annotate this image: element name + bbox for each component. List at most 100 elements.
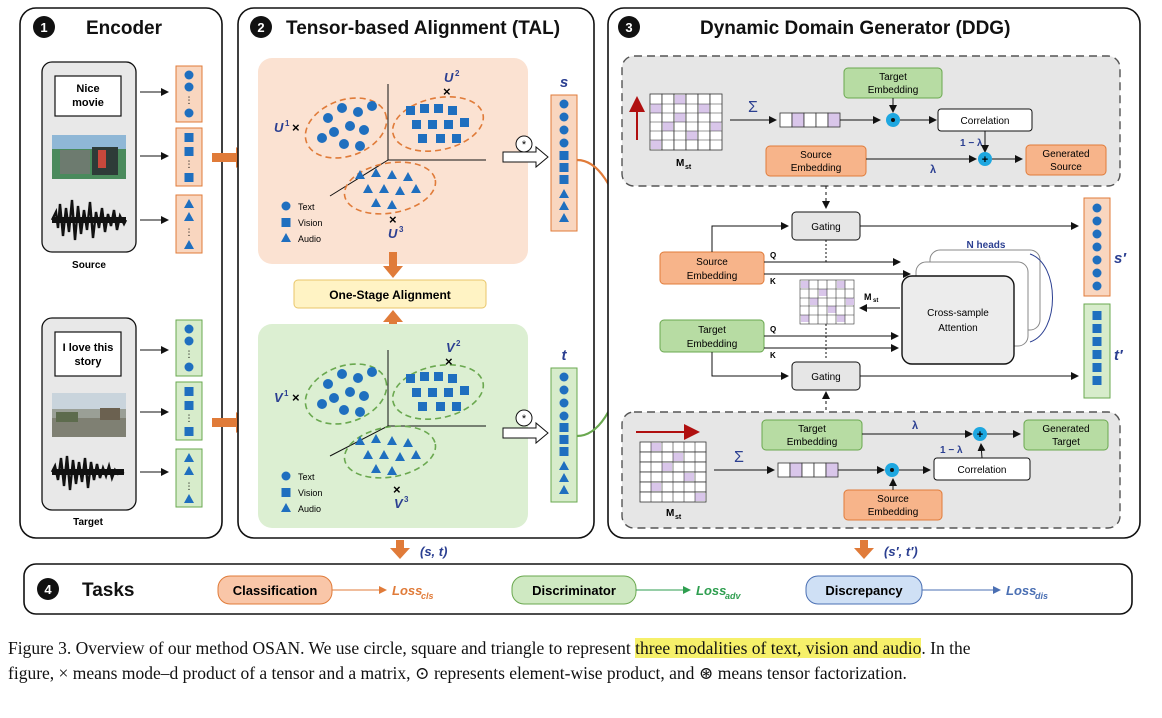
t-prime-vector — [1083, 303, 1111, 399]
step-number: 1 — [40, 20, 47, 35]
source-embedding-top — [765, 145, 867, 177]
query-label: Q — [770, 251, 776, 260]
u1-superscript: 1 — [285, 119, 290, 128]
mst-subscript: st — [675, 514, 682, 521]
step-number: 4 — [44, 582, 52, 597]
lambda-label: λ — [930, 164, 936, 176]
gating-label: Gating — [811, 372, 840, 383]
svg-text:×: × — [389, 212, 397, 227]
svg-text:*: * — [522, 413, 527, 425]
figure-caption: Figure 3. Overview of our method OSAN. W… — [8, 636, 1158, 686]
encoder-panel: 1 Encoder Nice movie Source ⋮ — [19, 7, 223, 539]
key-label: K — [770, 277, 776, 286]
svg-text:*: * — [522, 139, 527, 151]
svg-text:×: × — [445, 354, 453, 369]
embedding-label: Embedding — [868, 85, 919, 96]
sum-operator-icon — [973, 427, 987, 441]
target-text-line: story — [75, 356, 103, 368]
generated-label: Generated — [1042, 424, 1089, 435]
step-number-icon — [33, 16, 55, 38]
svg-text:Vision: Vision — [298, 218, 322, 228]
sum-icon: Σ — [748, 99, 758, 116]
loss-dis-label: Loss — [1006, 583, 1036, 598]
embedding-label: Target — [879, 72, 907, 83]
generated-source-box — [1025, 144, 1107, 176]
embedding-label: Target — [798, 424, 826, 435]
target-text-feature: ⋮ — [175, 319, 203, 377]
attention-label: Cross-sample — [927, 308, 989, 319]
source-text-box — [54, 75, 122, 117]
tensor-factorization-icon — [515, 409, 533, 427]
correlation-label: Correlation — [961, 116, 1010, 127]
svg-text:Audio: Audio — [298, 234, 321, 244]
step-number: 2 — [257, 20, 264, 35]
tasks-title: Tasks — [82, 580, 134, 601]
st-pair-label: (s, t) — [420, 544, 447, 559]
tal-title: Tensor-based Alignment (TAL) — [286, 18, 560, 39]
embedding-label: Source — [877, 494, 909, 505]
tasks-panel: 4 Tasks Classification Loss cls Discrimi… — [23, 563, 1133, 615]
gating-label: Gating — [811, 222, 840, 233]
source-text-line: Nice — [76, 83, 99, 95]
source-audio-feature: ⋮ — [175, 194, 203, 254]
target-audio-feature: ⋮ — [175, 448, 203, 508]
embedding-label: Embedding — [787, 437, 838, 448]
discriminator-label: Discriminator — [532, 583, 616, 598]
sum-operator-icon — [978, 152, 992, 166]
tal-panel: 2 Tensor-based Alignment (TAL) U 1 × U 2… — [237, 7, 595, 539]
svg-text:⋮: ⋮ — [185, 349, 194, 359]
generated-target-box — [1023, 419, 1109, 451]
target-label: Target — [73, 517, 103, 528]
attention-label: Attention — [938, 323, 977, 334]
summed-vector-bottom — [777, 462, 839, 478]
s-prime-vector — [1083, 197, 1111, 297]
target-text-cluster — [317, 367, 377, 417]
discrepancy-label: Discrepancy — [825, 583, 903, 598]
svg-text:⋮: ⋮ — [185, 159, 194, 169]
mst-label: M — [676, 158, 684, 169]
step-number-icon — [618, 16, 640, 38]
source-vision-feature: ⋮ — [175, 127, 203, 187]
t-prime-label: t′ — [1114, 347, 1124, 364]
st-prime-pair-label: (s′, t′) — [884, 544, 918, 559]
embedding-label: Source — [800, 150, 832, 161]
step-number-icon — [37, 578, 59, 600]
embedding-label: Source — [696, 257, 728, 268]
loss-cls-label: Loss — [392, 583, 422, 598]
mst-matrix-bottom — [639, 441, 707, 503]
sum-icon: Σ — [734, 449, 744, 466]
caption-text: . In the — [921, 638, 971, 658]
mst-label: M — [666, 508, 674, 519]
key-label: K — [770, 351, 776, 360]
loss-adv-label: Loss — [696, 583, 726, 598]
target-video-frame-image — [52, 393, 126, 437]
classification-label: Classification — [233, 583, 318, 598]
v1-superscript: 1 — [284, 389, 289, 398]
target-text-line: I love this — [63, 342, 114, 354]
t-vector — [550, 367, 578, 503]
u1-label: U — [274, 120, 284, 135]
v3-label: V — [394, 496, 404, 511]
one-stage-alignment-label: One-Stage Alignment — [329, 288, 451, 302]
ddg-title: Dynamic Domain Generator (DDG) — [700, 18, 1010, 39]
svg-text:×: × — [443, 84, 451, 99]
svg-text:+: + — [977, 429, 983, 441]
summed-vector-top — [779, 112, 841, 128]
loss-adv-subscript: adv — [725, 591, 742, 601]
mst-matrix-top — [649, 93, 723, 151]
mst-subscript: st — [873, 298, 878, 304]
one-stage-alignment-box — [293, 279, 487, 309]
correlation-label: Correlation — [958, 465, 1007, 476]
generated-label: Source — [1050, 162, 1082, 173]
source-legend: Text Vision Audio — [281, 201, 322, 244]
generated-label: Generated — [1042, 149, 1089, 160]
target-legend: Text Vision Audio — [281, 471, 322, 514]
u2-superscript: 2 — [455, 69, 460, 78]
ddg-panel: 3 Dynamic Domain Generator (DDG) M st Σ — [607, 7, 1141, 539]
loss-dis-subscript: dis — [1035, 591, 1048, 601]
embedding-label: Embedding — [687, 339, 738, 350]
v3-superscript: 3 — [404, 495, 409, 504]
one-minus-lambda-label: 1 − λ — [940, 445, 963, 456]
lambda-label: λ — [912, 420, 918, 432]
caption-text: figure, × means mode–d product of a tens… — [8, 663, 907, 683]
